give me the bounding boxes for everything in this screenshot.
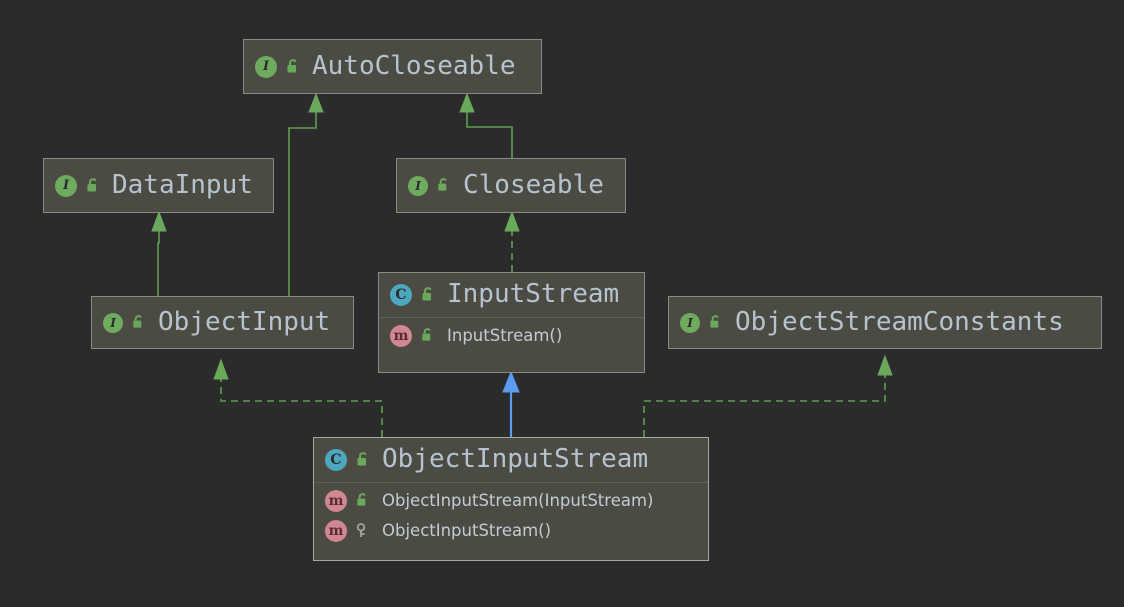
node-header: I AutoCloseable [244, 40, 541, 93]
uml-node-closeable[interactable]: I Closeable [396, 158, 626, 213]
interface-icon: I [55, 174, 77, 197]
member-row[interactable]: m ObjectInputStream() [314, 516, 708, 546]
unlocked-padlock-icon [417, 285, 437, 305]
unlocked-padlock-icon [433, 176, 453, 196]
node-header: C InputStream [379, 273, 644, 318]
node-header: I ObjectInput [92, 297, 353, 348]
unlocked-padlock-icon [705, 313, 725, 333]
unlocked-padlock-icon [352, 450, 372, 470]
node-members: m InputStream() [379, 318, 644, 355]
edge-closeable-to-auto-closeable [459, 92, 513, 158]
edge-object-input-to-auto-closeable [288, 92, 324, 296]
method-icon: m [390, 324, 412, 347]
unlocked-padlock-icon [128, 313, 148, 333]
uml-node-auto-closeable[interactable]: I AutoCloseable [243, 39, 542, 94]
node-members: m ObjectInputStream(InputStream) m [314, 483, 708, 550]
key-icon [352, 521, 372, 541]
edge-object-input-stream-to-object-stream-constants [643, 354, 893, 437]
unlocked-padlock-icon [282, 57, 302, 77]
node-title: Closeable [463, 169, 604, 200]
interface-icon: I [680, 312, 700, 333]
class-icon: C [390, 283, 412, 306]
uml-node-object-input[interactable]: I ObjectInput [91, 296, 354, 349]
uml-node-data-input[interactable]: I DataInput [43, 158, 274, 213]
node-header: I DataInput [44, 159, 273, 212]
node-header: I Closeable [397, 159, 625, 212]
node-title: DataInput [112, 169, 253, 200]
uml-node-object-stream-constants[interactable]: I ObjectStreamConstants [668, 296, 1102, 349]
edge-object-input-stream-to-input-stream [502, 370, 520, 437]
interface-icon: I [103, 312, 123, 333]
member-row[interactable]: m InputStream() [379, 321, 644, 351]
unlocked-padlock-icon [417, 326, 437, 346]
node-title: ObjectStreamConstants [735, 306, 1064, 337]
node-title: AutoCloseable [312, 50, 516, 81]
member-label: ObjectInputStream() [382, 520, 552, 540]
class-icon: C [325, 448, 347, 471]
node-header: I ObjectStreamConstants [669, 297, 1101, 348]
member-label: InputStream() [447, 325, 563, 345]
uml-node-input-stream[interactable]: C InputStream m InputStream() [378, 272, 645, 373]
uml-node-object-input-stream[interactable]: C ObjectInputStream m ObjectInputStream(… [313, 437, 709, 561]
unlocked-padlock-icon [82, 176, 102, 196]
node-header: C ObjectInputStream [314, 438, 708, 483]
member-label: ObjectInputStream(InputStream) [382, 490, 654, 510]
interface-icon: I [408, 175, 428, 196]
method-icon: m [325, 519, 347, 542]
unlocked-padlock-icon [352, 491, 372, 511]
interface-icon: I [255, 55, 277, 78]
node-title: InputStream [447, 279, 620, 309]
node-title: ObjectInput [158, 306, 331, 337]
member-row[interactable]: m ObjectInputStream(InputStream) [314, 486, 708, 516]
method-icon: m [325, 489, 347, 512]
edge-input-stream-to-closeable [504, 210, 520, 272]
edge-object-input-to-data-input [151, 210, 167, 296]
edge-object-input-stream-to-object-input [213, 358, 383, 437]
node-title: ObjectInputStream [382, 444, 649, 474]
